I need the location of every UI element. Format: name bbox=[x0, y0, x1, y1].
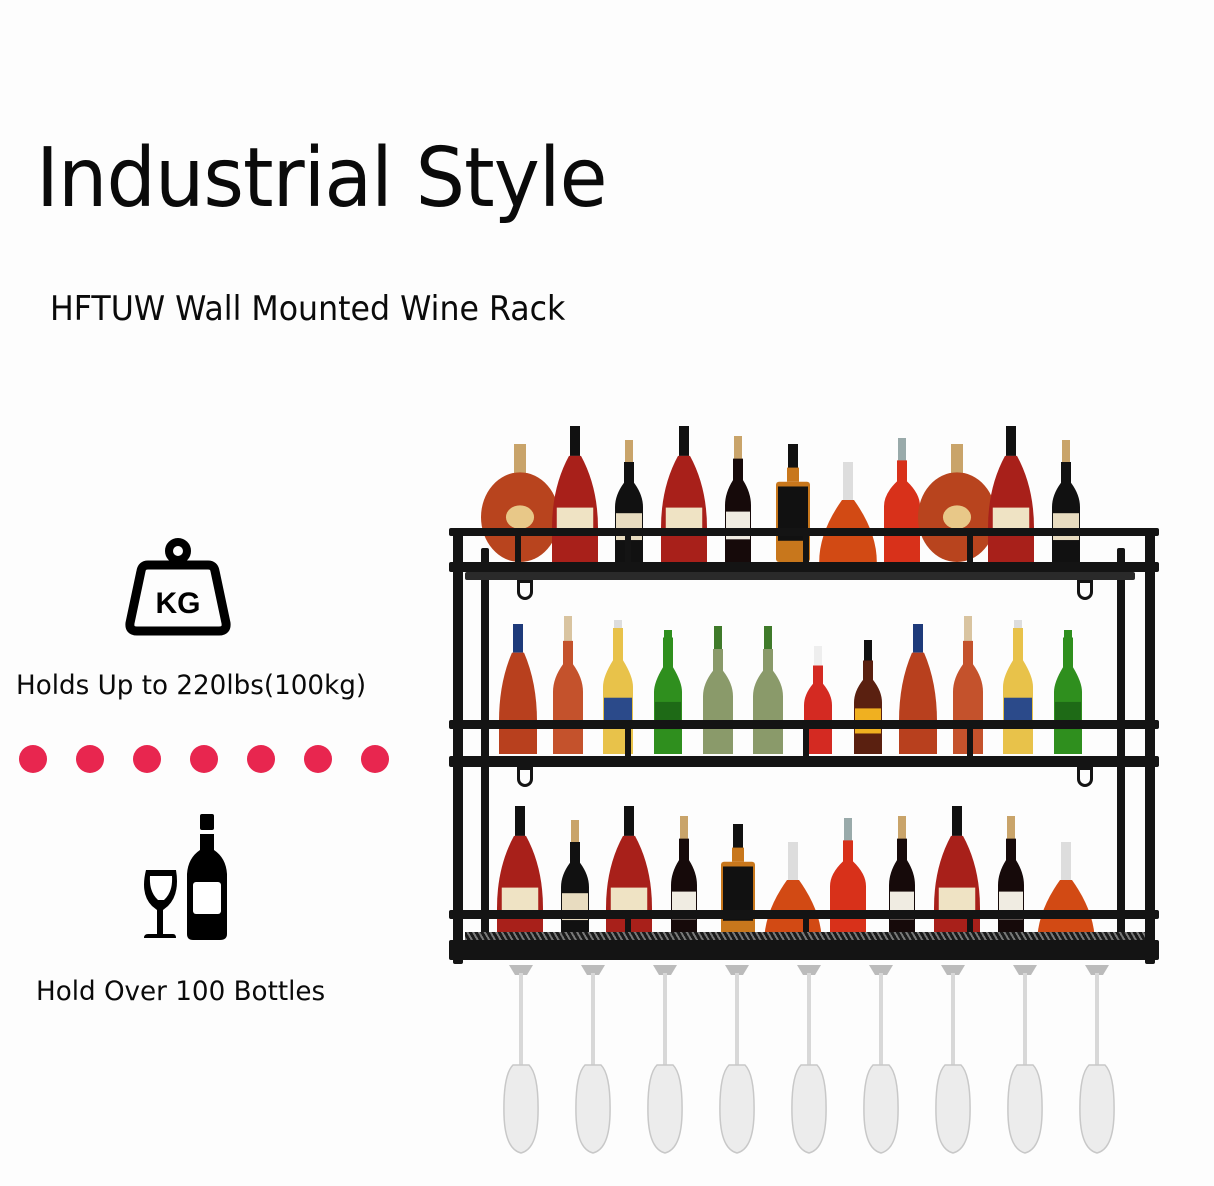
rail-divider bbox=[967, 528, 973, 564]
bottle-cognac-round bbox=[481, 444, 560, 566]
mount-hook bbox=[517, 767, 533, 787]
wine-glass bbox=[1079, 965, 1115, 1165]
divider-dot bbox=[247, 745, 275, 773]
rack-post-back-right bbox=[1117, 548, 1125, 948]
wine-glass-bottle-icon bbox=[140, 810, 240, 942]
top-shelf-plate bbox=[465, 572, 1135, 580]
wine-glass bbox=[719, 965, 755, 1165]
divider-dot bbox=[190, 745, 218, 773]
bottle-moet bbox=[1050, 440, 1082, 566]
middle-shelf-bottles bbox=[493, 614, 1093, 754]
bottle-hennessy bbox=[551, 426, 599, 566]
bottle-jack-daniels bbox=[720, 824, 756, 946]
rack-post-front-left bbox=[453, 528, 463, 964]
bottle-red-wine bbox=[723, 436, 753, 566]
mesh-floor bbox=[465, 932, 1145, 940]
weight-capacity-label: Holds Up to 220lbs(100kg) bbox=[16, 670, 367, 701]
rail-divider bbox=[967, 910, 973, 942]
bottle-red-liqueur bbox=[882, 438, 922, 566]
bottle-sauce bbox=[852, 640, 884, 758]
bottle-hennessy bbox=[660, 426, 708, 566]
rack-post-back-left bbox=[481, 548, 489, 948]
rail-divider bbox=[625, 528, 631, 564]
bottle-cognac-flask bbox=[818, 462, 878, 566]
bottle-hennessy bbox=[496, 806, 544, 946]
kg-icon-text: KG bbox=[156, 587, 201, 620]
rail-divider bbox=[625, 720, 631, 758]
mount-hook bbox=[517, 580, 533, 600]
product-subtitle: HFTUW Wall Mounted Wine Rack bbox=[50, 289, 566, 329]
divider-dot bbox=[133, 745, 161, 773]
bottle-brandy bbox=[551, 616, 585, 758]
wine-glass bbox=[503, 965, 539, 1165]
bottle-heineken bbox=[1052, 630, 1084, 758]
wine-glass bbox=[575, 965, 611, 1165]
bottle-red-wine bbox=[887, 816, 917, 946]
dot-divider bbox=[19, 745, 389, 773]
bottle-ketchup bbox=[802, 646, 834, 758]
divider-dot bbox=[361, 745, 389, 773]
rack-post-front-right bbox=[1145, 528, 1155, 964]
rail-divider bbox=[625, 910, 631, 942]
bottle-olive-oil bbox=[701, 626, 735, 758]
divider-dot bbox=[19, 745, 47, 773]
bottle-cognac-round bbox=[917, 444, 996, 566]
bottle-red-wine bbox=[996, 816, 1026, 946]
rail-divider bbox=[803, 528, 809, 564]
bottle-moet bbox=[559, 820, 591, 946]
wine-glass bbox=[935, 965, 971, 1165]
wine-glass bbox=[1007, 965, 1043, 1165]
wine-glass bbox=[863, 965, 899, 1165]
wine-glass bbox=[791, 965, 827, 1165]
wine-rack-product-image bbox=[445, 420, 1165, 1154]
rail-divider bbox=[515, 528, 521, 564]
divider-dot bbox=[304, 745, 332, 773]
bottle-cognac-flask bbox=[763, 842, 823, 946]
kg-weight-icon: KG bbox=[124, 535, 232, 637]
bottom-shelf-base bbox=[449, 940, 1159, 960]
top-shelf-bottles bbox=[481, 422, 1093, 562]
rail-divider bbox=[803, 720, 809, 758]
top-shelf-rail-lower bbox=[449, 562, 1159, 572]
bottle-corona bbox=[1001, 620, 1035, 758]
bottle-hennessy bbox=[987, 426, 1035, 566]
bottom-shelf-bottles bbox=[493, 802, 1095, 942]
page-title: Industrial Style bbox=[36, 131, 608, 226]
bottle-martell bbox=[898, 624, 938, 758]
bottle-heineken bbox=[652, 630, 684, 758]
divider-dot bbox=[76, 745, 104, 773]
wine-glass bbox=[647, 965, 683, 1165]
bottle-martell bbox=[498, 624, 538, 758]
rail-divider bbox=[967, 720, 973, 758]
middle-shelf-rail-lower bbox=[449, 756, 1159, 767]
bottle-capacity-label: Hold Over 100 Bottles bbox=[36, 976, 326, 1007]
rail-divider bbox=[803, 910, 809, 942]
bottle-red-wine bbox=[669, 816, 699, 946]
mount-hook bbox=[1077, 580, 1093, 600]
bottle-cognac-flask bbox=[1036, 842, 1096, 946]
bottle-olive-oil bbox=[751, 626, 785, 758]
bottle-red-liqueur bbox=[828, 818, 868, 946]
bottle-hennessy bbox=[933, 806, 981, 946]
mount-hook bbox=[1077, 767, 1093, 787]
